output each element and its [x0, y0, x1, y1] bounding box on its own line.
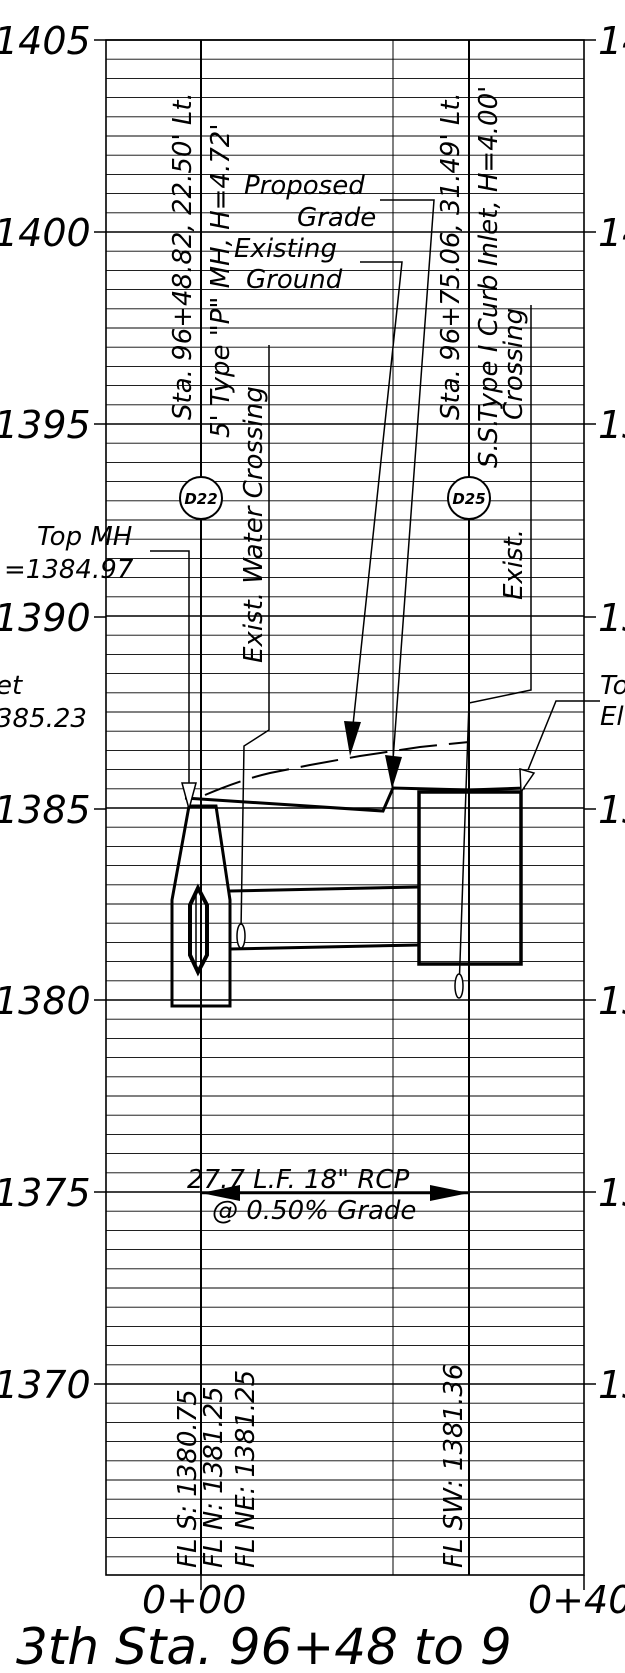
pipe-dim-arrow-left	[201, 1185, 240, 1201]
top-mh-text-1: Top MH	[37, 522, 132, 552]
pipe-grade-label: @ 0.50% Grade	[212, 1196, 416, 1226]
top-mh-arrow	[181, 782, 197, 812]
elev-right-5: 13	[598, 788, 625, 832]
top-inlet-arrow	[519, 767, 536, 795]
mh-station-label: Sta. 96+48.82, 22.50' Lt.	[168, 92, 198, 420]
fl-ne-label: FL NE: 1381.25	[231, 1370, 261, 1568]
profile-title: 3th Sta. 96+48 to 9	[16, 1618, 512, 1673]
elev-label-1380: 1380	[0, 979, 91, 1023]
right-elevation-labels: 14 14 13 13 13 13 13 13	[598, 19, 625, 1407]
pipe-profile	[229, 885, 420, 951]
ss-crossing-pipe	[454, 973, 464, 999]
circle-id-d22: D22	[184, 490, 217, 508]
right-elevation-ticks	[584, 39, 596, 1385]
elev-right-4: 13	[598, 596, 625, 640]
existing-ground-text-1: Existing	[234, 234, 337, 264]
elev-right-3: 13	[598, 403, 625, 447]
left-elevation-ticks	[94, 39, 106, 1385]
fl-n-label: FL N: 1381.25	[199, 1386, 229, 1568]
ss-crossing-leader	[458, 305, 532, 991]
water-crossing-leader	[240, 345, 270, 931]
left-elevation-labels: 1405 1400 1395 1390 1385 1380 1375 1370	[0, 19, 91, 1407]
fl-s-label: FL S: 1380.75	[173, 1389, 203, 1568]
elev-label-1370: 1370	[0, 1363, 91, 1407]
elev-label-1405: 1405	[0, 19, 91, 63]
inlet-station-label: Sta. 96+75.06, 31.49' Lt.	[436, 92, 466, 420]
right-partial-text-2: El	[600, 702, 624, 732]
existing-ground-text-2: Ground	[246, 265, 343, 295]
structure-circle-d25: D25	[447, 476, 491, 520]
water-crossing-pipe	[236, 923, 246, 949]
mh-description-label: 5' Type "P" MH, H=4.72'	[206, 124, 236, 438]
proposed-grade-text-1: Proposed	[244, 171, 365, 201]
circle-id-d25: D25	[452, 490, 485, 508]
inlet-description-label: Type I Curb Inlet, H=4.00'	[474, 86, 504, 422]
station-label-0-00: 0+00	[142, 1578, 246, 1622]
elev-label-1390: 1390	[0, 596, 91, 640]
elev-label-1400: 1400	[0, 211, 91, 255]
proposed-grade-arrow	[385, 755, 402, 789]
elev-label-1395: 1395	[0, 403, 91, 447]
pipe-dim-arrow-right	[430, 1185, 469, 1201]
station-label-0-40: 0+40	[528, 1578, 625, 1622]
elev-label-1385: 1385	[0, 788, 91, 832]
fl-sw-label: FL SW: 1381.36	[439, 1364, 469, 1568]
left-partial-text-2: 385.23	[0, 704, 87, 734]
top-mh-text-2: =1384.97	[4, 555, 134, 585]
left-partial-text-1: et	[0, 671, 23, 701]
top-inlet-leader	[527, 700, 600, 771]
structure-circle-d22: D22	[179, 476, 223, 520]
proposed-grade-line	[184, 786, 526, 813]
curb-inlet-structure	[417, 790, 523, 966]
elev-right-7: 13	[598, 1171, 625, 1215]
proposed-grade-leader	[380, 199, 435, 761]
mh-crossing-label: Exist. Water Crossing	[239, 386, 269, 663]
elev-right-6: 13	[598, 979, 625, 1023]
existing-ground-arrow	[344, 721, 361, 756]
inlet-crossing-line1: S.S.	[474, 418, 504, 468]
manhole-structure	[170, 804, 232, 1008]
elev-right-2: 14	[598, 211, 625, 255]
elev-label-1375: 1375	[0, 1171, 91, 1215]
inlet-crossing-prefix: Exist.	[499, 529, 529, 600]
inlet-crossing-line2: Crossing	[499, 308, 529, 420]
grid-frame	[105, 39, 585, 1576]
top-mh-leader	[150, 550, 190, 785]
proposed-grade-text-2: Grade	[297, 203, 376, 233]
right-partial-text-1: To	[600, 671, 625, 701]
elev-right-1: 14	[598, 19, 625, 63]
existing-ground-leader	[352, 261, 403, 726]
profile-grid	[105, 39, 585, 1576]
elev-right-8: 13	[598, 1363, 625, 1407]
existing-ground-line	[204, 741, 470, 796]
